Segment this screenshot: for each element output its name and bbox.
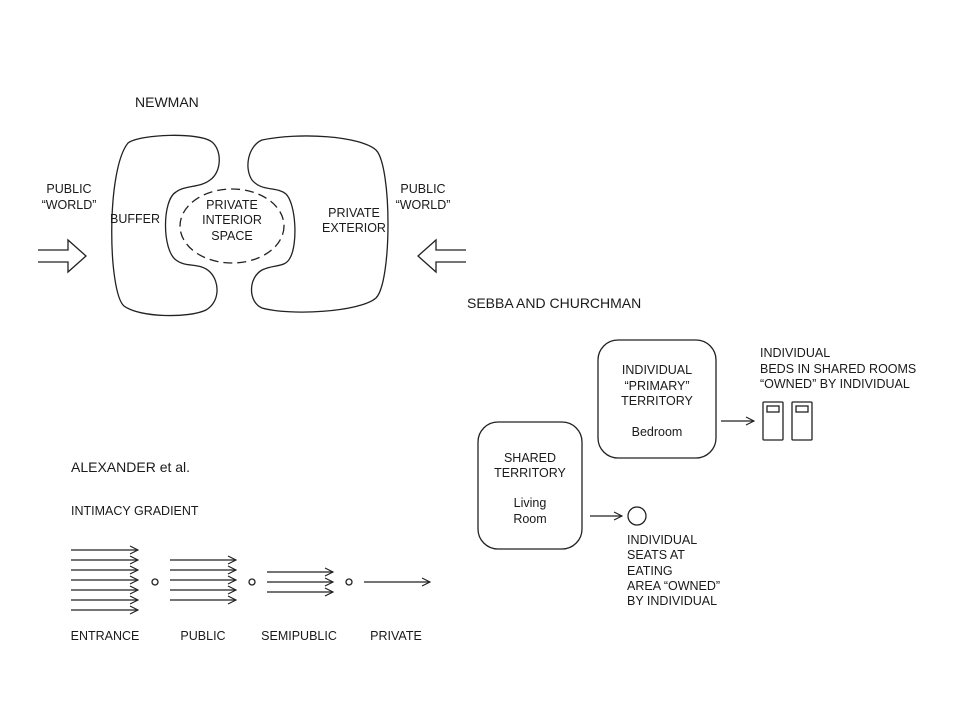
seats-note-line1: INDIVIDUAL [627,533,697,547]
inbound-arrow-right-icon [417,238,466,274]
seats-note-line4: AREA “OWNED” [627,579,720,593]
gradient-dot [248,578,256,586]
newman-title: NEWMAN [135,94,199,110]
buffer-shape [111,134,220,317]
seats-note-line2: SEATS AT [627,548,685,562]
newman-section: NEWMAN PUBLIC “WORLD” PUBLIC “WORLD” BUF… [38,94,466,317]
private-exterior-line1: PRIVATE [328,206,380,220]
gradient-dot [345,578,353,586]
entrance-arrows [71,550,138,610]
stage-label-public: PUBLIC [180,629,225,643]
gradient-dot [151,578,159,586]
private-interior-line1: PRIVATE [206,198,258,212]
living-room-line1: Living [514,496,547,510]
beds-note-line3: “OWNED” BY INDIVIDUAL [760,377,910,391]
public-world-right-line1: PUBLIC [400,182,445,196]
primary-territory-box [597,339,717,459]
primary-territory-line1: INDIVIDUAL [622,363,692,377]
alexander-title: ALEXANDER et al. [71,459,190,475]
seat-icon [627,506,647,526]
private-exterior-line2: EXTERIOR [322,221,386,235]
stage-label-entrance: ENTRANCE [71,629,140,643]
bed-icon [791,401,813,441]
private-interior-ellipse [179,188,285,264]
stage-label-private: PRIVATE [370,629,422,643]
private-interior-line2: INTERIOR [202,213,262,227]
buffer-label: BUFFER [110,212,160,226]
primary-territory-line2: “PRIMARY” [624,379,689,393]
sebba-churchman-section: SEBBA AND CHURCHMAN INDIVIDUAL “PRIMARY”… [467,295,916,608]
primary-territory-line3: TERRITORY [621,394,693,408]
bed-icon [762,401,784,441]
intimacy-gradient-label: INTIMACY GRADIENT [71,504,199,518]
sebba-title: SEBBA AND CHURCHMAN [467,295,641,311]
bedroom-label: Bedroom [632,425,683,439]
alexander-section: ALEXANDER et al. INTIMACY GRADIENT [71,459,430,643]
seats-note-line5: BY INDIVIDUAL [627,594,717,608]
stage-label-semipublic: SEMIPUBLIC [261,629,337,643]
public-world-left-line1: PUBLIC [46,182,91,196]
beds-note-line1: INDIVIDUAL [760,346,830,360]
shared-territory-line1: SHARED [504,451,556,465]
public-world-left-line2: “WORLD” [42,198,97,212]
living-room-line2: Room [513,512,546,526]
semipublic-arrows [267,572,333,592]
private-interior-line3: SPACE [211,229,252,243]
inbound-arrow-left-icon [38,238,87,274]
private-exterior-shape [247,135,389,313]
public-arrows [170,560,236,600]
seats-note-line3: EATING [627,564,673,578]
shared-territory-line2: TERRITORY [494,466,566,480]
public-world-right-line2: “WORLD” [396,198,451,212]
shared-territory-box [477,421,583,550]
beds-note-line2: BEDS IN SHARED ROOMS [760,362,916,376]
